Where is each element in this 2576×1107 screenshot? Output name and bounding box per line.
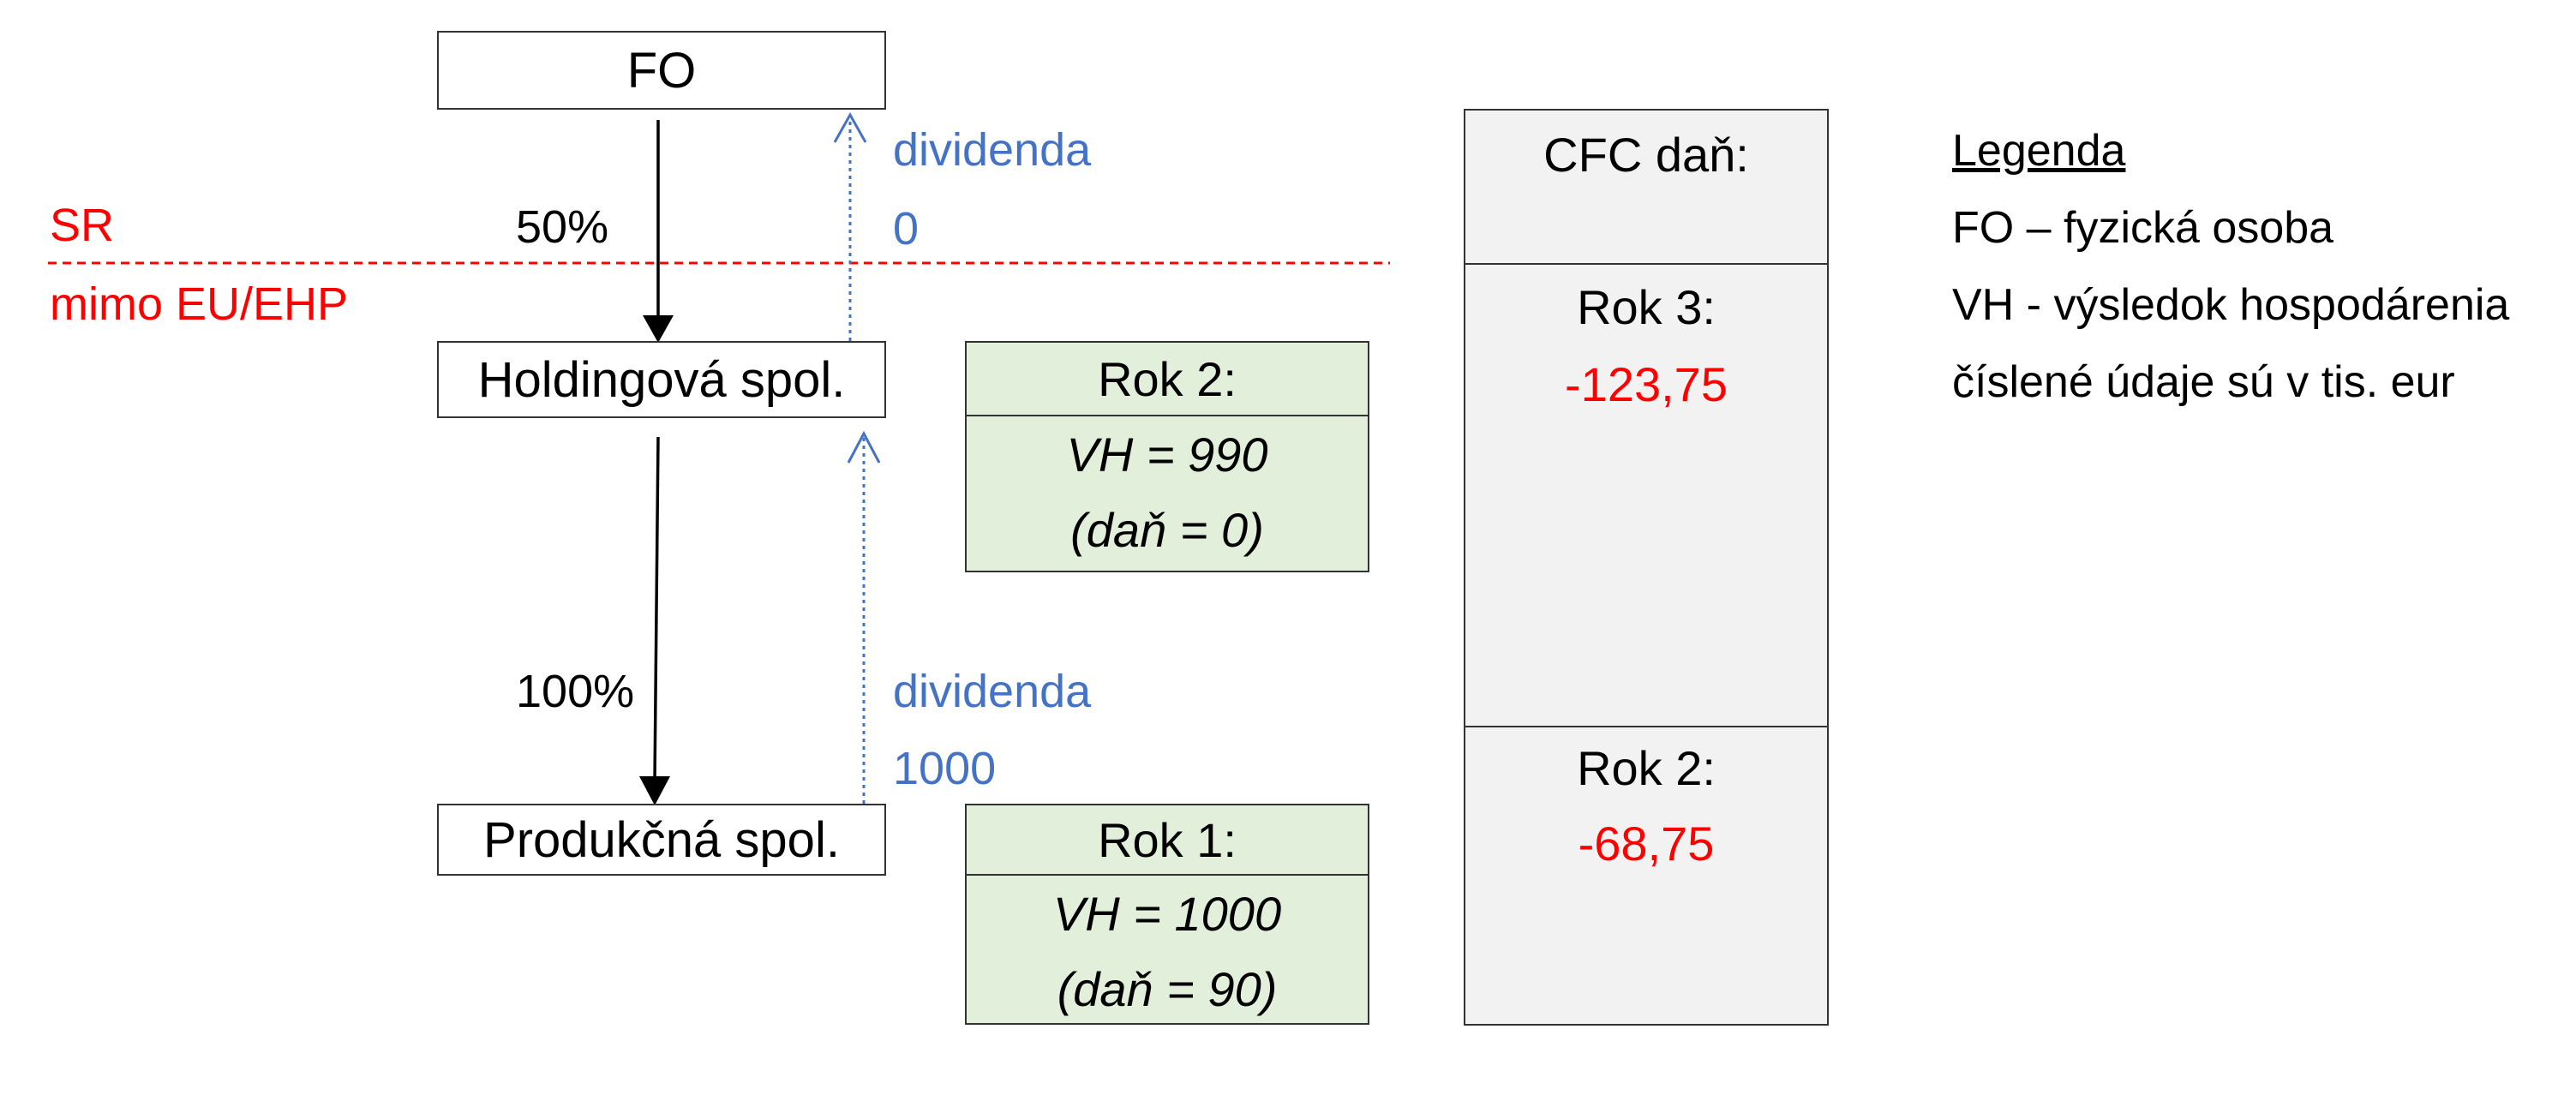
cfc-row-value: -123,75 [1565, 357, 1728, 411]
cfc-divider-2 [1465, 726, 1827, 727]
year-box-rok2-vh: VH = 990 [1066, 427, 1268, 482]
dividend-upper-value: 0 [893, 203, 920, 254]
dividend-lower-label: dividenda [893, 666, 1092, 717]
entity-holding: Holdingová spol. [437, 341, 886, 418]
dividend-lower-value: 1000 [893, 743, 997, 794]
year-box-rok2-tax: (daň = 0) [1070, 502, 1264, 557]
ownership-fo-holding-label: 50% [516, 201, 609, 253]
year-box-rok2: Rok 2: VH = 990 (daň = 0) [965, 341, 1369, 572]
ownership-arrowhead-fo-holding [643, 315, 674, 343]
jurisdiction-foreign-label: mimo EU/EHP [50, 278, 349, 330]
entity-holding-label: Holdingová spol. [477, 351, 846, 408]
cfc-tax-header: CFC daň: [1543, 128, 1749, 182]
cfc-row-value: -68,75 [1578, 817, 1715, 871]
legend-item: FO – fyzická osoba [1952, 203, 2334, 253]
ownership-holding-production-label: 100% [516, 666, 635, 717]
cfc-row-year: Rok 3: [1577, 280, 1716, 334]
entity-fo: FO [437, 31, 886, 110]
year-box-rok1-title: Rok 1: [967, 805, 1368, 876]
legend-item: VH - výsledok hospodárenia [1952, 280, 2510, 330]
dividend-arrowhead-lower [847, 430, 881, 464]
entity-production: Produkčná spol. [437, 804, 886, 876]
cfc-divider-1 [1465, 263, 1827, 265]
year-box-rok1: Rok 1: VH = 1000 (daň = 90) [965, 804, 1369, 1025]
entity-production-label: Produkčná spol. [483, 811, 840, 868]
jurisdiction-domestic-label: SR [50, 200, 115, 251]
ownership-arrow-holding-production [653, 436, 660, 782]
cfc-tax-table: CFC daň: Rok 3: -123,75 Rok 2: -68,75 [1464, 109, 1829, 1026]
entity-fo-label: FO [626, 42, 697, 99]
dividend-upper-label: dividenda [893, 124, 1092, 176]
legend-title: Legenda [1952, 126, 2126, 176]
year-box-rok1-vh: VH = 1000 [1052, 886, 1282, 941]
cfc-row-year: Rok 2: [1577, 741, 1716, 795]
ownership-arrowhead-holding-production [639, 776, 670, 805]
legend-item: číslené údaje sú v tis. eur [1952, 357, 2455, 407]
dividend-arrowhead-upper [833, 111, 867, 143]
year-box-rok1-tax: (daň = 90) [1057, 961, 1278, 1016]
year-box-rok2-title: Rok 2: [967, 343, 1368, 416]
